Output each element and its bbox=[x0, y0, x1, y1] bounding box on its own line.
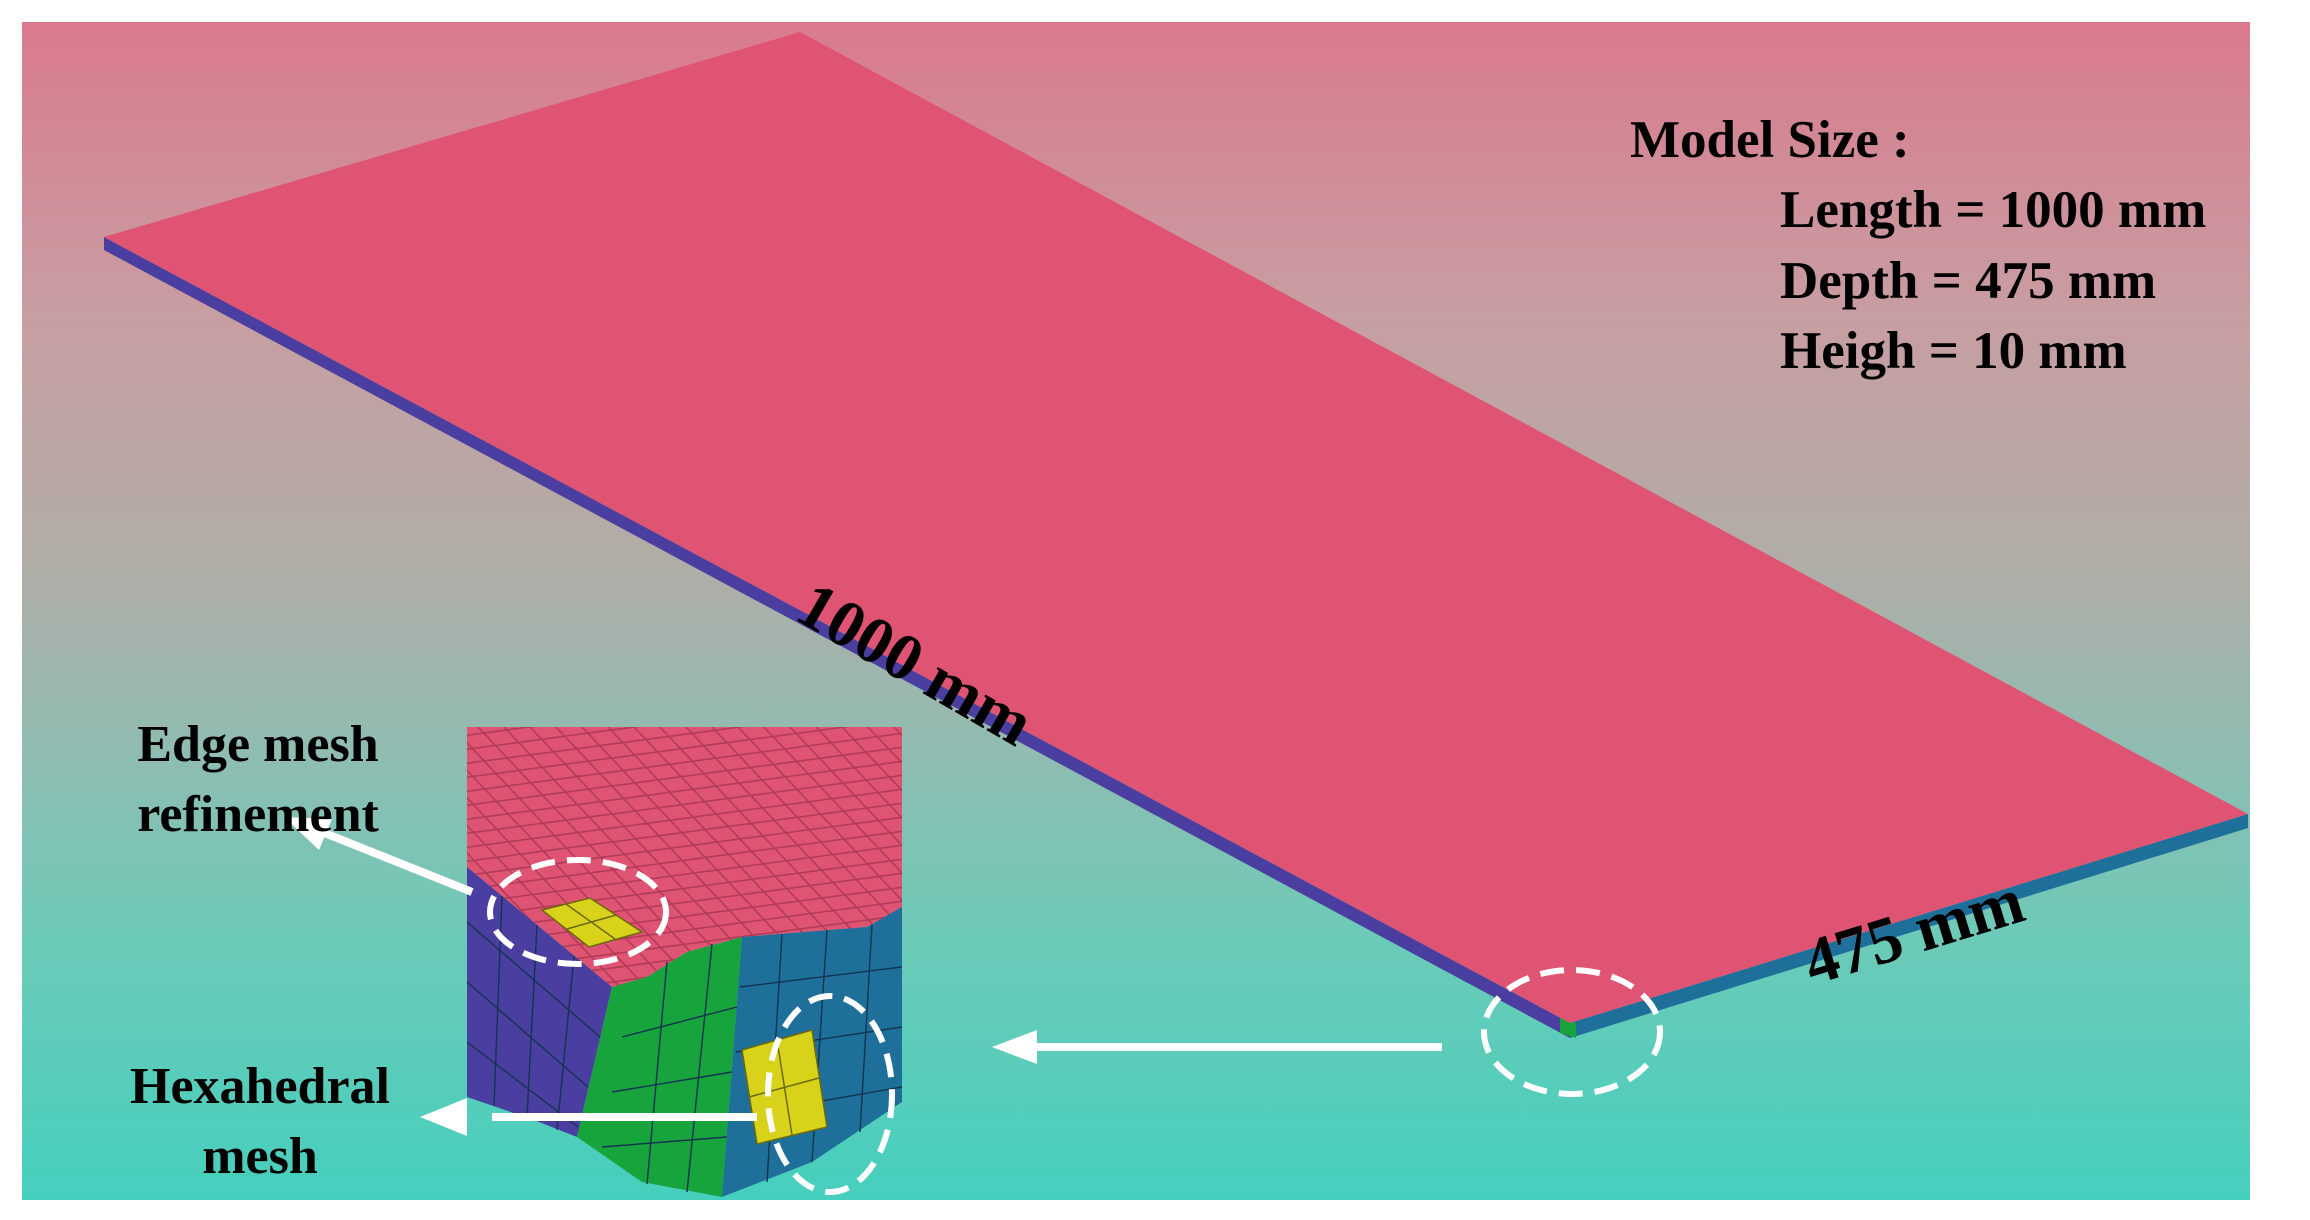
model-size-title: Model Size : bbox=[1630, 111, 1910, 169]
model-figure: Model Size : Length = 1000 mm Depth = 47… bbox=[22, 22, 2250, 1200]
inset-green-face bbox=[577, 937, 742, 1197]
highlight-ellipses bbox=[487, 857, 1663, 1195]
hex-mesh-callout: Hexahedral mesh bbox=[100, 1052, 420, 1192]
edge-callout-arrow bbox=[320, 828, 474, 896]
mesh-line bbox=[815, 727, 902, 987]
mesh-line bbox=[467, 727, 902, 751]
mesh-line bbox=[467, 871, 902, 933]
plate-short-side-face bbox=[1570, 814, 2248, 1038]
plate-corner-edge bbox=[1560, 1018, 1576, 1038]
mesh-line bbox=[467, 843, 902, 905]
mesh-line bbox=[467, 773, 902, 835]
mesh-line bbox=[841, 727, 902, 987]
mesh-line bbox=[467, 727, 661, 987]
hex-callout-arrowhead bbox=[420, 1098, 467, 1136]
hex-mesh-callout-line1: Hexahedral bbox=[130, 1058, 390, 1115]
model-length-line: Length = 1000 mm bbox=[1780, 181, 2207, 239]
mesh-line bbox=[763, 727, 902, 987]
mesh-line bbox=[467, 727, 687, 987]
mesh-line bbox=[467, 731, 902, 793]
plate-top-face bbox=[104, 32, 2248, 1023]
mesh-line bbox=[789, 727, 902, 987]
edge-highlight-ellipse bbox=[487, 857, 669, 967]
mesh-line bbox=[462, 662, 912, 722]
mesh-line bbox=[467, 745, 902, 807]
model-height-line: Heigh = 10 mm bbox=[1780, 322, 2127, 380]
mesh-line bbox=[467, 787, 902, 849]
mesh-line bbox=[685, 727, 902, 987]
hex-mesh-callout-line2: mesh bbox=[202, 1128, 318, 1185]
edge-mesh-callout-line1: Edge mesh bbox=[137, 716, 379, 773]
mesh-line bbox=[467, 759, 902, 821]
edge-mesh-callout: Edge mesh refinement bbox=[108, 710, 408, 850]
mesh-line bbox=[467, 727, 902, 779]
mesh-line bbox=[467, 857, 902, 919]
mesh-line bbox=[467, 829, 902, 891]
hex-highlight-ellipse bbox=[765, 993, 895, 1195]
corner-highlight-ellipse bbox=[1481, 967, 1663, 1097]
mesh-zoom-inset bbox=[462, 662, 912, 1197]
edge-mesh-callout-line2: refinement bbox=[137, 786, 379, 843]
edge-callout-arrowhead bbox=[284, 817, 332, 850]
model-depth-line: Depth = 475 mm bbox=[1780, 252, 2157, 310]
mesh-line bbox=[467, 801, 902, 863]
model-drawing bbox=[104, 32, 2248, 1197]
plate-long-side-face bbox=[104, 237, 1570, 1038]
mesh-line bbox=[711, 727, 902, 987]
annotation-arrows bbox=[320, 828, 1442, 1064]
mesh-line bbox=[467, 727, 902, 765]
